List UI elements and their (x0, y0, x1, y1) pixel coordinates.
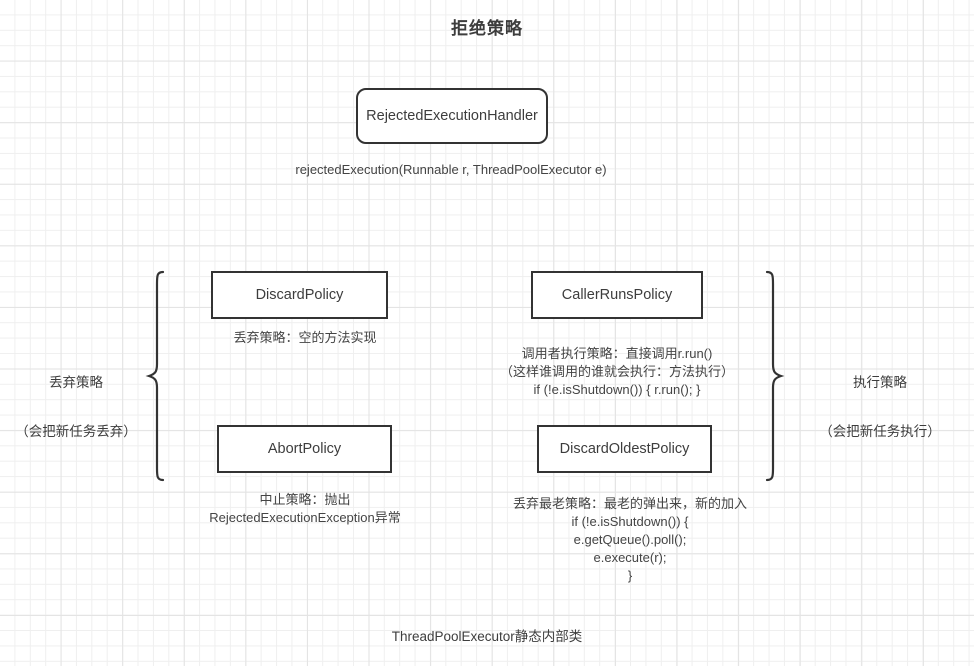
node-caller-runs-policy[interactable]: CallerRunsPolicy (531, 271, 703, 319)
node-discard-policy[interactable]: DiscardPolicy (211, 271, 388, 319)
left-group-brace (145, 270, 165, 482)
caption-discard-oldest-policy: 丢弃最老策略：最老的弹出来，新的加入 if (!e.isShutdown()) … (512, 496, 747, 583)
right-group-subtitle: （会把新任务执行） (819, 424, 941, 439)
footer-note: ThreadPoolExecutor静态内部类 (391, 629, 583, 644)
node-abort-policy[interactable]: AbortPolicy (217, 425, 392, 473)
node-label: CallerRunsPolicy (561, 287, 673, 303)
left-group-title: 丢弃策略 (49, 375, 103, 390)
root-method-signature: rejectedExecution(Runnable r, ThreadPool… (295, 162, 607, 177)
right-group-title: 执行策略 (853, 375, 907, 390)
right-group-brace (765, 270, 785, 482)
node-label: AbortPolicy (267, 441, 342, 457)
node-rejected-execution-handler[interactable]: RejectedExecutionHandler (356, 88, 548, 144)
caption-discard-policy: 丢弃策略：空的方法实现 (233, 330, 377, 345)
node-label: DiscardOldestPolicy (559, 441, 690, 457)
caption-caller-runs-policy: 调用者执行策略：直接调用r.run() （这样谁调用的谁就会执行：方法执行） i… (499, 346, 734, 397)
node-label: RejectedExecutionHandler (366, 108, 538, 124)
node-discard-oldest-policy[interactable]: DiscardOldestPolicy (537, 425, 712, 473)
left-group-subtitle: （会把新任务丢弃） (15, 424, 137, 439)
caption-abort-policy: 中止策略：抛出 RejectedExecutionException异常 (209, 492, 401, 525)
node-label: DiscardPolicy (255, 287, 344, 303)
page-title: 拒绝策略 (451, 19, 523, 38)
